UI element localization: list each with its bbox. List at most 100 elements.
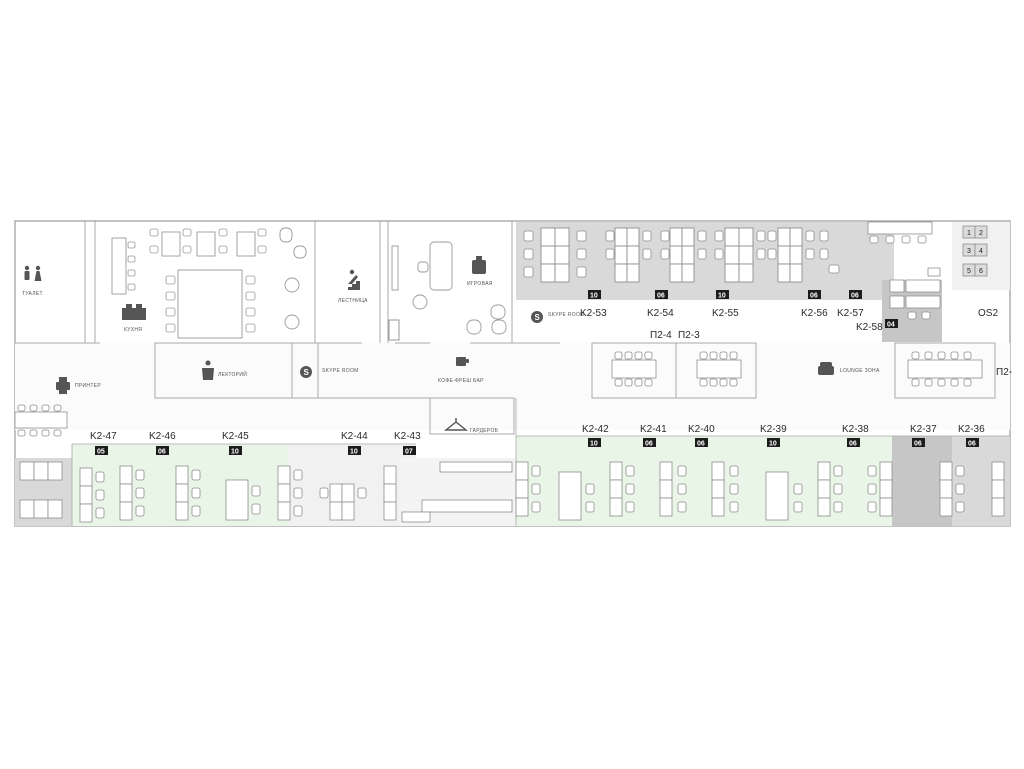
meeting-room-p2-label: П2- [996,367,1012,378]
svg-text:10: 10 [769,441,777,448]
office-label-k2-47: K2-47 [90,431,117,442]
meeting-room-p2-4-furniture [611,351,657,387]
skype-room-2-label: SKYPE ROOM [548,312,585,318]
kitchen-label: КУХНЯ [124,327,142,333]
skype-room-2-icon: S [531,311,543,323]
office-label-k2-54: K2-54 [647,308,674,319]
seat-badge-k2-39: 10 [767,438,780,448]
round-tables [279,227,307,330]
svg-text:10: 10 [590,293,598,300]
os2-seat-1: 1 [967,230,971,237]
seat-badge-k2-53: 10 [588,290,601,300]
office-label-k2-53: K2-53 [580,308,607,319]
chairs-bottom [95,465,965,519]
seat-badge-k2-40: 06 [695,438,708,448]
office-label-k2-38: K2-38 [842,424,869,435]
os2-seat-2: 2 [979,230,983,237]
seat-badge-k2-38: 06 [847,438,860,448]
seat-badge-k2-43: 07 [403,446,416,456]
lectory-icon [202,360,214,380]
coffee-cup-icon [456,357,469,366]
svg-text:06: 06 [914,441,922,448]
os2-seat-4: 4 [979,248,983,255]
corridor-walls [154,342,996,435]
office-label-k2-41: K2-41 [640,424,667,435]
svg-text:06: 06 [657,293,665,300]
office-label-k2-42: K2-42 [582,424,609,435]
coffee-bar-label: КОФЕ-ФРЕШ БАР [438,378,484,384]
seat-badge-k2-54: 06 [655,290,668,300]
open-space-os2-desks [962,225,988,277]
locker-top [388,319,400,341]
lounge-icon [818,362,834,375]
seat-badge-k2-47: 05 [95,446,108,456]
wardrobe-label: ГАРДЕРОБ [470,428,499,434]
corridor [15,343,1010,430]
os2-seat-6: 6 [979,268,983,275]
seat-badge-k2-46: 06 [156,446,169,456]
gamepad-icon [472,256,486,274]
seat-badge-k2-36: 06 [966,438,979,448]
meeting-room-p2-3-furniture [696,351,742,387]
chairs-top [523,230,840,278]
svg-text:06: 06 [851,293,859,300]
stairs-label: ЛЕСТНИЦА [338,298,368,304]
office-label-k2-40: K2-40 [688,424,715,435]
meeting-room-p2-furniture [907,351,983,387]
kitchen-stools [127,228,267,333]
svg-text:10: 10 [590,441,598,448]
seat-badge-k2-37: 06 [912,438,925,448]
office-label-k2-36: K2-36 [958,424,985,435]
kitchen-icon [122,304,146,320]
seat-badge-k2-58: 04 [885,319,898,329]
svg-text:07: 07 [405,449,413,456]
lectory-label: ЛЕКТОРИЙ [218,370,247,378]
os2-label: OS2 [978,308,998,319]
printer-label: ПРИНТЕР [75,383,101,389]
svg-text:06: 06 [968,441,976,448]
os2-seat-5: 5 [967,268,971,275]
left-meeting-table [14,404,68,437]
armchairs [466,304,507,335]
svg-text:10: 10 [350,449,358,456]
svg-text:S: S [304,368,310,377]
office-label-k2-43: K2-43 [394,431,421,442]
lounge-label: LOUNGE ЗОНА [840,368,880,374]
toilet-label: ТУАЛЕТ [22,291,43,297]
game-room-furniture [391,241,453,310]
svg-text:05: 05 [97,449,105,456]
kitchen-furniture [111,231,256,339]
svg-text:06: 06 [158,449,166,456]
seat-badge-k2-57: 06 [849,290,862,300]
office-label-k2-46: K2-46 [149,431,176,442]
skype-room-1-label: SKYPE ROOM [322,368,359,374]
svg-text:04: 04 [887,322,895,329]
svg-text:10: 10 [718,293,726,300]
office-label-k2-56: K2-56 [801,308,828,319]
stairs-icon [344,269,360,290]
desk-clusters-top [540,227,803,283]
office-label-k2-55: K2-55 [712,308,739,319]
office-label-k2-37: K2-37 [910,424,937,435]
desk-clusters-bottom [19,461,1005,523]
svg-text:10: 10 [231,449,239,456]
office-label-k2-58: K2-58 [856,322,883,333]
office-k2-57-furniture [867,221,941,320]
svg-text:06: 06 [645,441,653,448]
os2-seat-3: 3 [967,248,971,255]
seat-badge-k2-55: 10 [716,290,729,300]
office-label-k2-45: K2-45 [222,431,249,442]
seat-badge-k2-44: 10 [348,446,361,456]
office-label-k2-44: K2-44 [341,431,368,442]
svg-text:06: 06 [810,293,818,300]
office-label-k2-57: K2-57 [837,308,864,319]
skype-room-1-icon: S [300,366,312,378]
printer-icon [56,377,70,394]
office-label-k2-39: K2-39 [760,424,787,435]
svg-text:06: 06 [849,441,857,448]
svg-text:S: S [535,313,541,322]
svg-text:06: 06 [697,441,705,448]
game-room-label: ИГРОВАЯ [467,281,493,287]
seat-badge-k2-45: 10 [229,446,242,456]
